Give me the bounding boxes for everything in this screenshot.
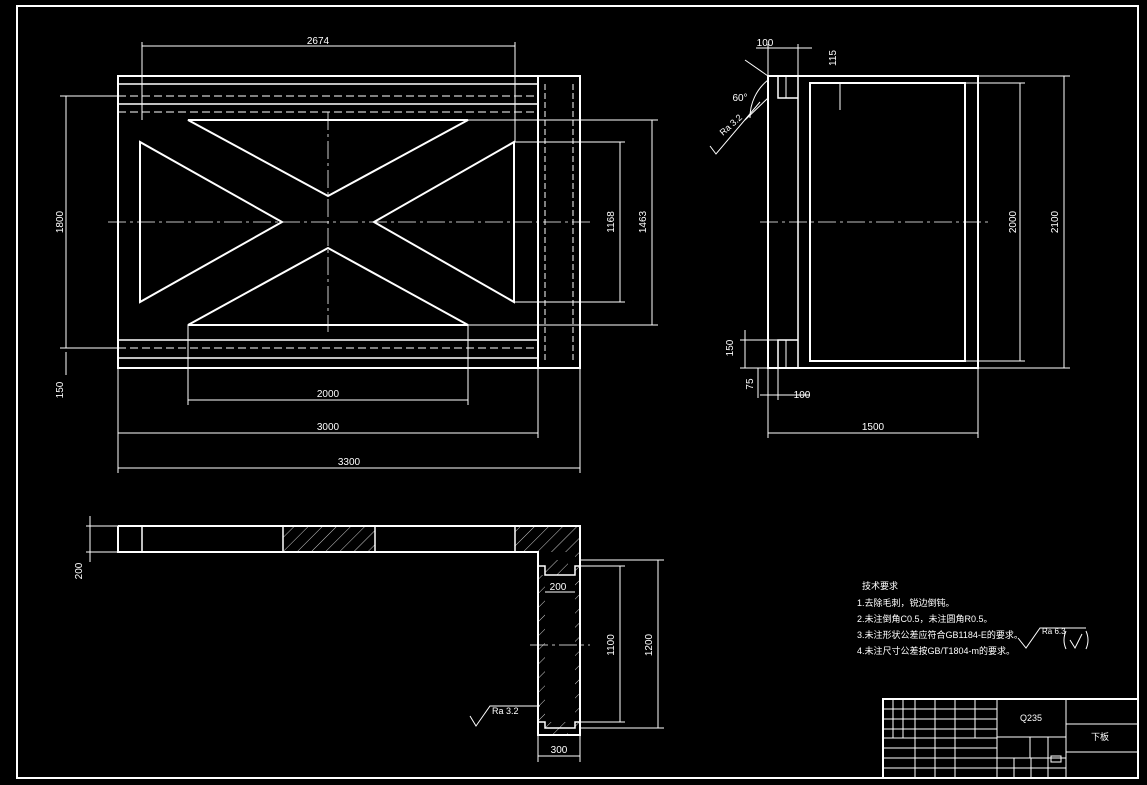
front-view <box>60 42 658 473</box>
dim-front-mid-bottom: 3000 <box>317 422 340 433</box>
dim-section-roughness: Ra 3.2 <box>492 706 519 716</box>
notes-item-2: 2.未注倒角C0.5，未注圆角R0.5。 <box>857 613 993 624</box>
dim-front-overall-bottom: 3300 <box>338 457 361 468</box>
dim-front-inner-bottom: 2000 <box>317 389 340 400</box>
dim-side-top-left: 100 <box>757 38 774 49</box>
title-block-material: Q235 <box>1020 713 1042 723</box>
dim-front-right-inner: 1168 <box>606 211 617 233</box>
side-view <box>709 44 1070 438</box>
dim-front-right-outer: 1463 <box>638 210 649 233</box>
drawing-border <box>16 5 1139 779</box>
dim-side-bottom-75: 75 <box>745 378 756 390</box>
dim-side-width: 1500 <box>862 422 885 433</box>
dim-section-thickness: 200 <box>74 562 85 579</box>
dim-section-inner-height: 1100 <box>606 634 617 656</box>
dim-front-left-bottom: 150 <box>55 381 66 398</box>
title-block <box>882 698 1139 779</box>
dim-side-bottom-150: 150 <box>725 339 736 356</box>
dim-front-left: 1800 <box>55 210 66 233</box>
roughness-symbol-icon <box>1017 627 1086 649</box>
dim-side-top-right: 115 <box>828 50 839 66</box>
title-block-part-name: 下板 <box>1091 731 1109 742</box>
dim-section-outer-height: 1200 <box>644 633 655 656</box>
dim-side-angle: 60° <box>732 93 747 104</box>
notes-title: 技术要求 <box>862 580 898 591</box>
notes-item-4: 4.未注尺寸公差按GB/T1804-m的要求。 <box>857 645 1015 656</box>
notes-item-1: 1.去除毛刺，锐边倒钝。 <box>857 597 955 608</box>
section-view <box>86 516 664 762</box>
dim-side-outer-height: 2100 <box>1050 210 1061 233</box>
dim-side-bottom-100: 100 <box>794 390 811 401</box>
dim-front-top: 2674 <box>307 36 330 47</box>
dim-section-bottom-width: 300 <box>551 745 568 756</box>
dim-section-slot: 200 <box>550 582 567 593</box>
notes-roughness: Ra 6.3 <box>1042 627 1066 636</box>
dim-side-inner-height: 2000 <box>1008 210 1019 233</box>
notes-item-3: 3.未注形状公差应符合GB1184-E的要求。 <box>857 629 1023 640</box>
